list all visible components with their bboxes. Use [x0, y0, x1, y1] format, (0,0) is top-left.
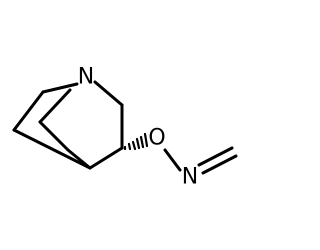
bond-c6-c4: [66, 148, 92, 170]
molecule-structure-diagram: N O N: [12, 65, 238, 190]
bond-c2-c3: [12, 90, 45, 132]
oxygen-atom-label: O: [148, 126, 165, 151]
bond-n-c-double-b: [201, 154, 238, 175]
bond-n1-c5: [38, 88, 72, 124]
bond-n1-c7: [93, 80, 124, 107]
bond-o-n: [163, 148, 182, 172]
hashed-wedge-bond: [123, 132, 149, 151]
imine-nitrogen-atom-label: N: [182, 165, 198, 190]
bond-n1-c2: [41, 82, 79, 94]
bond-c8-c4: [88, 146, 124, 170]
nitrogen-atom-label: N: [78, 65, 94, 90]
bond-c3-c4: [12, 128, 92, 170]
bond-n-c-double-a: [197, 146, 234, 167]
bond-c5-c6: [38, 120, 70, 152]
